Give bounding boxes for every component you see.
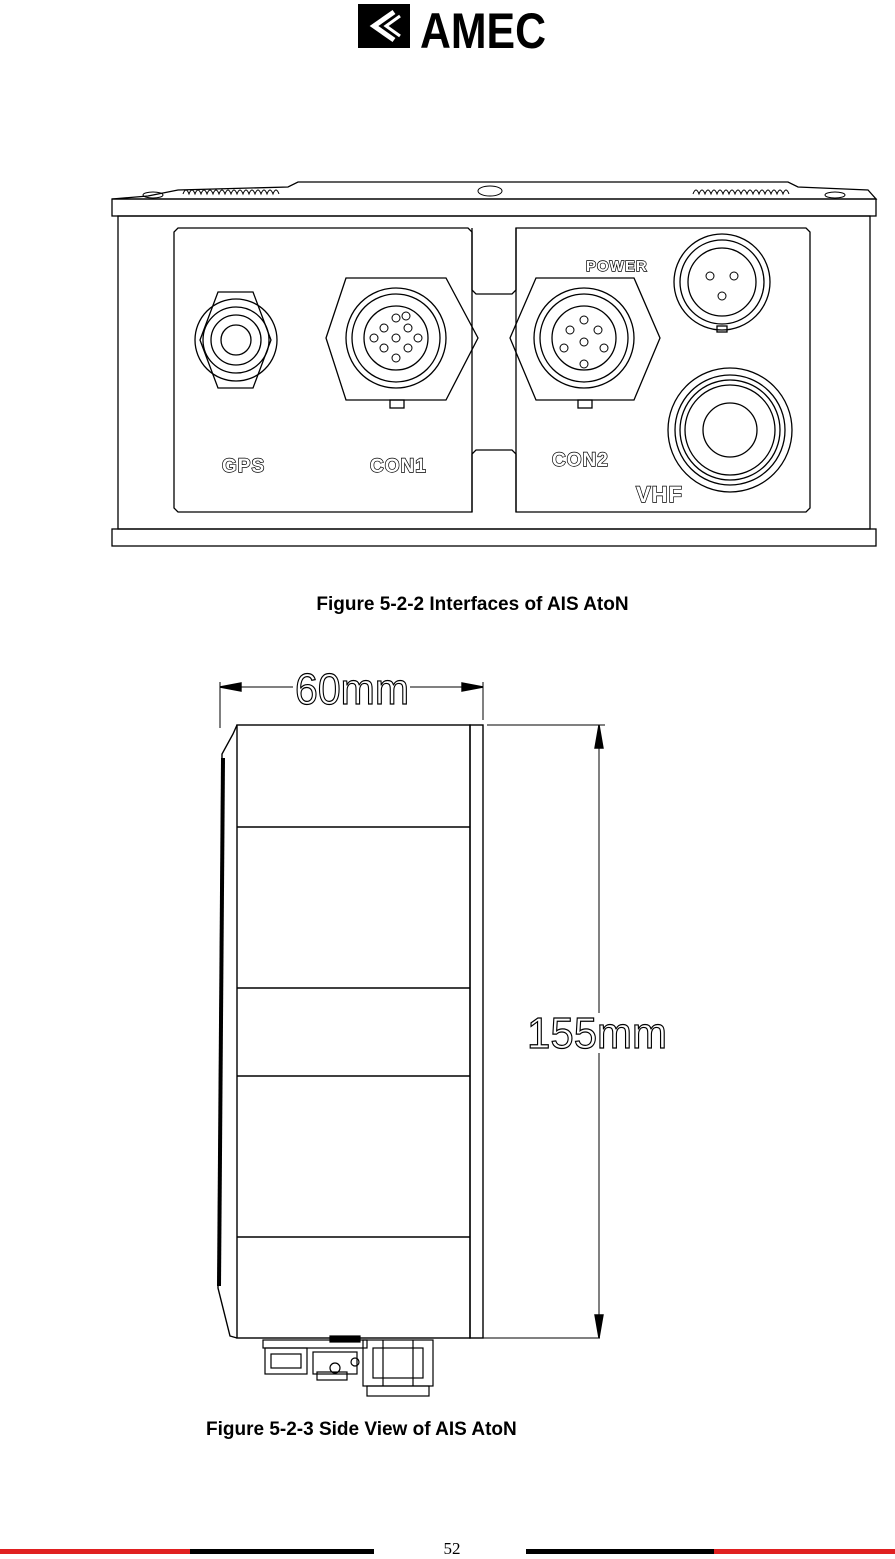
footer-rule-left-black <box>190 1549 374 1554</box>
figure-caption-side-view: Figure 5-2-3 Side View of AIS AtoN <box>206 1419 517 1440</box>
gps-connector <box>194 291 278 389</box>
gps-label: GPS <box>222 456 265 477</box>
con1-connector <box>325 277 479 409</box>
amec-logo: AMEC <box>358 3 546 52</box>
figure-caption-interfaces: Figure 5-2-2 Interfaces of AIS AtoN <box>316 594 629 615</box>
vhf-label: VHF <box>636 482 683 507</box>
footer-rule-right-black <box>526 1549 714 1554</box>
chevron-diamond-icon <box>358 4 410 48</box>
height-dimension-label: 155mm <box>527 1009 667 1058</box>
footer-rule-right-red <box>714 1549 895 1554</box>
side-view-figure: 60mm 155mm <box>217 668 668 1397</box>
width-dimension-label: 60mm <box>295 668 409 714</box>
vhf-connector <box>667 367 793 493</box>
bottom-connectors <box>262 1335 434 1397</box>
power-connector <box>673 233 771 333</box>
page-number: 52 <box>443 1539 461 1558</box>
con2-label: CON2 <box>552 450 609 471</box>
footer-rule <box>0 1549 895 1554</box>
footer-rule-left-red <box>0 1549 190 1554</box>
interfaces-figure: GPS CON1 CON2 POWER VHF <box>111 181 878 547</box>
logo-text: AMEC <box>420 3 546 52</box>
con1-label: CON1 <box>370 456 427 477</box>
con2-connector <box>509 277 661 409</box>
power-label: POWER <box>586 258 648 275</box>
